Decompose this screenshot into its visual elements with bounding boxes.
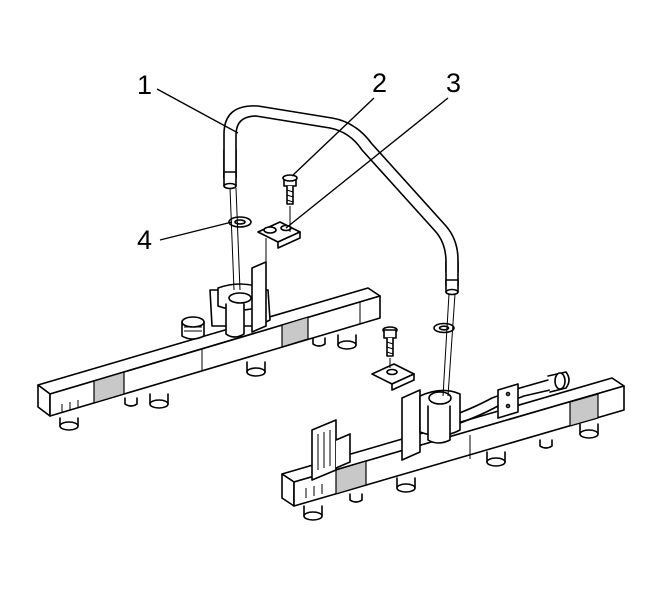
right-pipe-retainer bbox=[371, 363, 415, 391]
o-ring-seal-right bbox=[433, 322, 455, 334]
fuel-crossover-pipe bbox=[223, 105, 459, 296]
alignment-lines bbox=[229, 187, 456, 397]
callout-1: 1 bbox=[137, 70, 153, 100]
bracket-bolt bbox=[282, 174, 298, 205]
right-rail-front bbox=[293, 385, 625, 507]
callout-4: 4 bbox=[137, 225, 153, 255]
left-rail-top bbox=[37, 287, 381, 395]
right-bracket-bolt bbox=[382, 326, 398, 357]
right-rail-injectors bbox=[303, 423, 599, 521]
right-rail-mount-tower bbox=[401, 389, 461, 461]
right-rail-end-bracket bbox=[311, 419, 351, 481]
left-rail-pressure-valve bbox=[181, 316, 205, 340]
leader-1 bbox=[156, 88, 239, 134]
callout-2: 2 bbox=[372, 68, 388, 98]
o-ring-seal-left bbox=[228, 216, 252, 228]
leader-4 bbox=[159, 221, 233, 241]
right-fuel-rail bbox=[281, 371, 625, 521]
callout-3: 3 bbox=[446, 68, 462, 98]
left-rail-injectors bbox=[59, 334, 357, 431]
leader-2 bbox=[291, 97, 375, 177]
leader-3 bbox=[285, 97, 449, 229]
left-rail-mount-tower bbox=[209, 261, 271, 338]
right-rail-feed-tube bbox=[439, 371, 570, 429]
left-fuel-rail bbox=[37, 261, 381, 431]
pipe-retainer-bracket bbox=[257, 221, 301, 249]
leader-lines bbox=[156, 88, 449, 241]
